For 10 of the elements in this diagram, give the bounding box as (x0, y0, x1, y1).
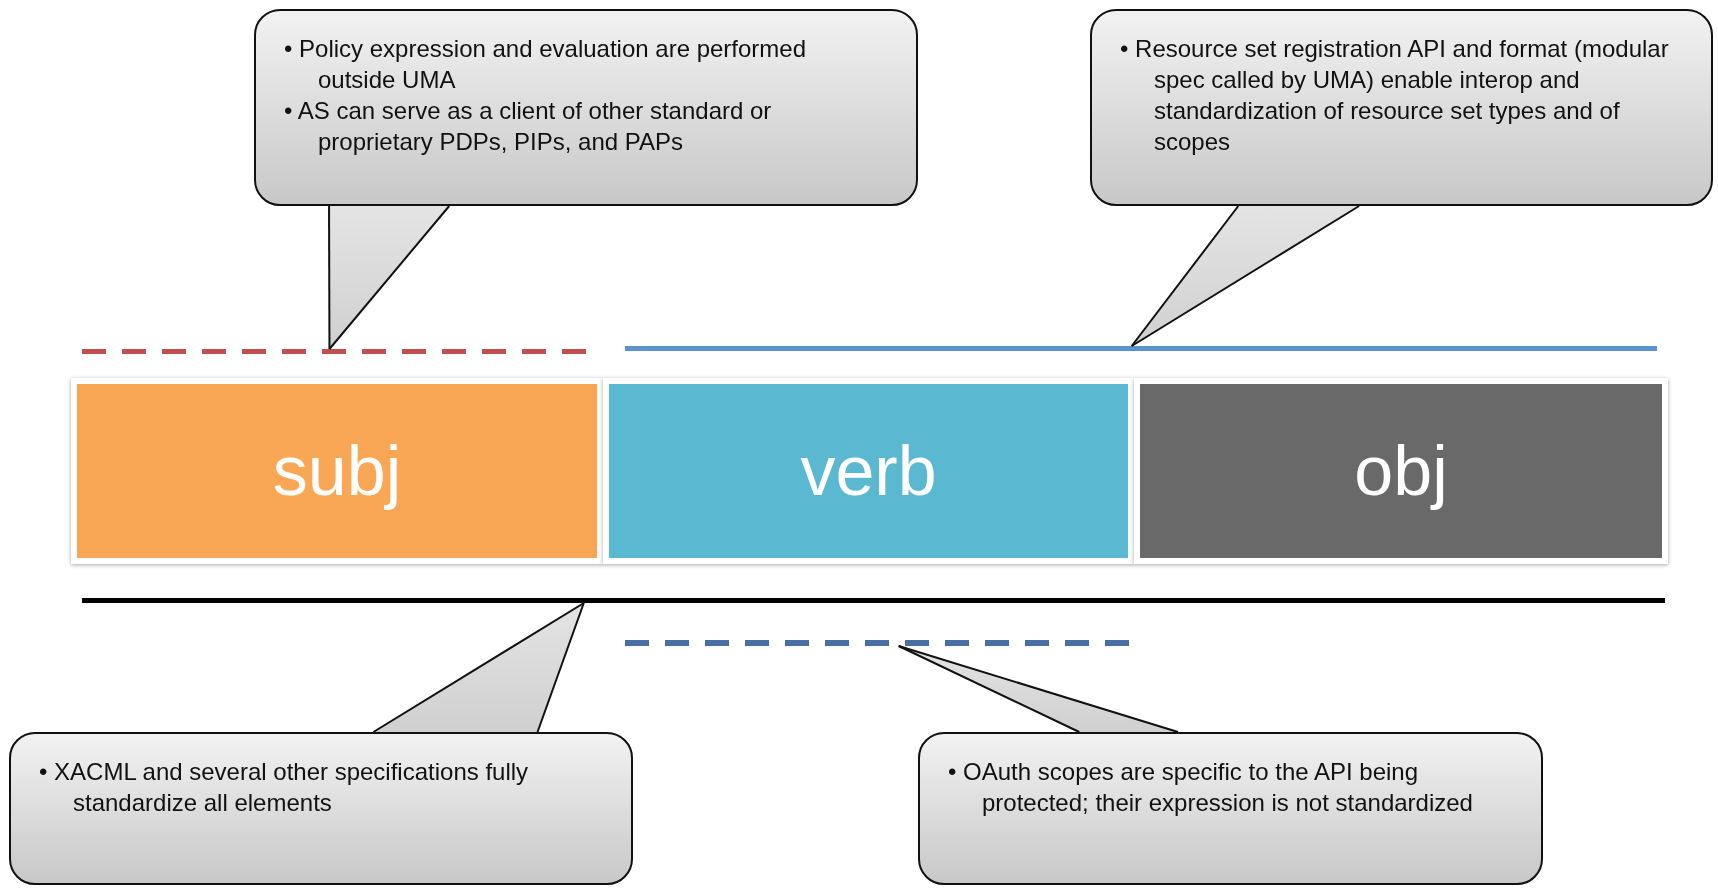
bullet-text: • Resource set registration API and format (modular spec called by UMA) enable interop and standardization of resource set types and of scopes (1120, 34, 1670, 157)
bullet-text: • Policy expression and evaluation are performed outside UMA (284, 34, 808, 95)
term-label: subj (272, 431, 402, 511)
bullet-text: • OAuth scopes are specific to the API being protected; their expression is not standardized (948, 757, 1474, 818)
dashed-line (625, 640, 1129, 646)
term-label: obj (1354, 431, 1448, 511)
term-label: verb (800, 431, 937, 511)
dashed-line (82, 349, 586, 354)
bullet-text: • XACML and several other specifications fully standardize all elements (39, 757, 530, 818)
bullet-text: • AS can serve as a client of other standard or proprietary PDPs, PIPs, and PAPs (284, 96, 773, 157)
